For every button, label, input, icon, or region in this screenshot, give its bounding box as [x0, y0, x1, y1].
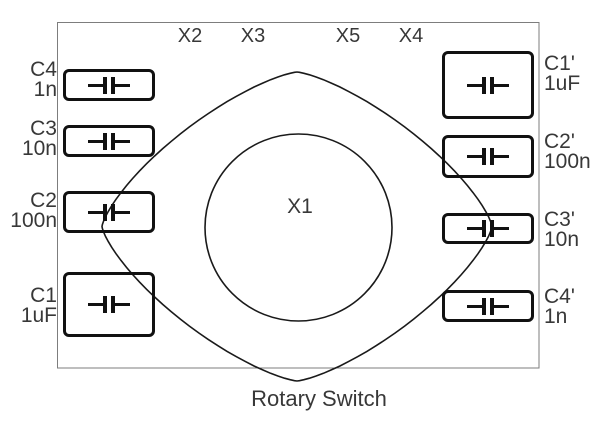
capacitor-icon: [88, 76, 130, 94]
capacitor-value: 1n: [33, 78, 57, 101]
capacitor-icon: [467, 148, 509, 165]
capacitor-name: C3: [30, 117, 57, 140]
capacitor-label-c2: C2 100n: [10, 189, 57, 232]
connector-label-x4: X4: [398, 25, 424, 47]
capacitor-label-c3: C3 10n: [21, 117, 57, 160]
board-outline: [57, 22, 540, 369]
capacitor-label-c3-prime: C3' 10n: [544, 208, 580, 251]
capacitor-icon: [467, 76, 509, 94]
capacitor-icon: [467, 220, 509, 237]
capacitor-name: C3': [544, 208, 575, 231]
capacitor-name: C4: [30, 58, 57, 81]
capacitor-icon: [467, 297, 509, 315]
rotor-circle: [204, 133, 393, 322]
capacitor-label-c4-prime: C4' 1n: [544, 285, 575, 328]
figure-caption: Rotary Switch: [251, 386, 387, 411]
capacitor-c2-prime: [442, 135, 534, 178]
capacitor-value: 100n: [544, 150, 591, 173]
capacitor-c3-prime: [442, 213, 534, 244]
capacitor-name: C2': [544, 130, 575, 153]
capacitor-name: C1: [30, 284, 57, 307]
capacitor-value: 1uF: [544, 72, 581, 95]
rotary-switch-outline: [101, 71, 493, 382]
capacitor-label-c1: C1 1uF: [20, 284, 57, 327]
capacitor-icon: [88, 132, 130, 150]
connector-label-x5: X5: [335, 25, 361, 47]
capacitor-value: 1n: [544, 305, 568, 328]
capacitor-name: C2: [30, 189, 57, 212]
connector-label-x1: X1: [287, 195, 313, 218]
capacitor-value: 1uF: [20, 304, 57, 327]
capacitor-icon: [88, 296, 130, 313]
capacitor-c1: [63, 272, 155, 337]
capacitor-c3: [63, 125, 155, 157]
connector-label-x3: X3: [240, 25, 266, 47]
capacitor-label-c4: C4 1n: [30, 58, 57, 101]
capacitor-c1-prime: [442, 51, 534, 119]
capacitor-icon: [88, 203, 130, 221]
connector-label-x2: X2: [177, 25, 203, 47]
capacitor-value: 100n: [10, 209, 57, 232]
capacitor-name: C4': [544, 285, 575, 308]
capacitor-value: 10n: [544, 228, 580, 251]
capacitor-label-c1-prime: C1' 1uF: [544, 52, 581, 95]
capacitor-value: 10n: [21, 137, 57, 160]
capacitor-c2: [63, 191, 155, 233]
capacitor-label-c2-prime: C2' 100n: [544, 130, 591, 173]
capacitor-c4-prime: [442, 290, 534, 322]
capacitor-name: C1': [544, 52, 575, 75]
capacitor-c4: [63, 69, 155, 101]
